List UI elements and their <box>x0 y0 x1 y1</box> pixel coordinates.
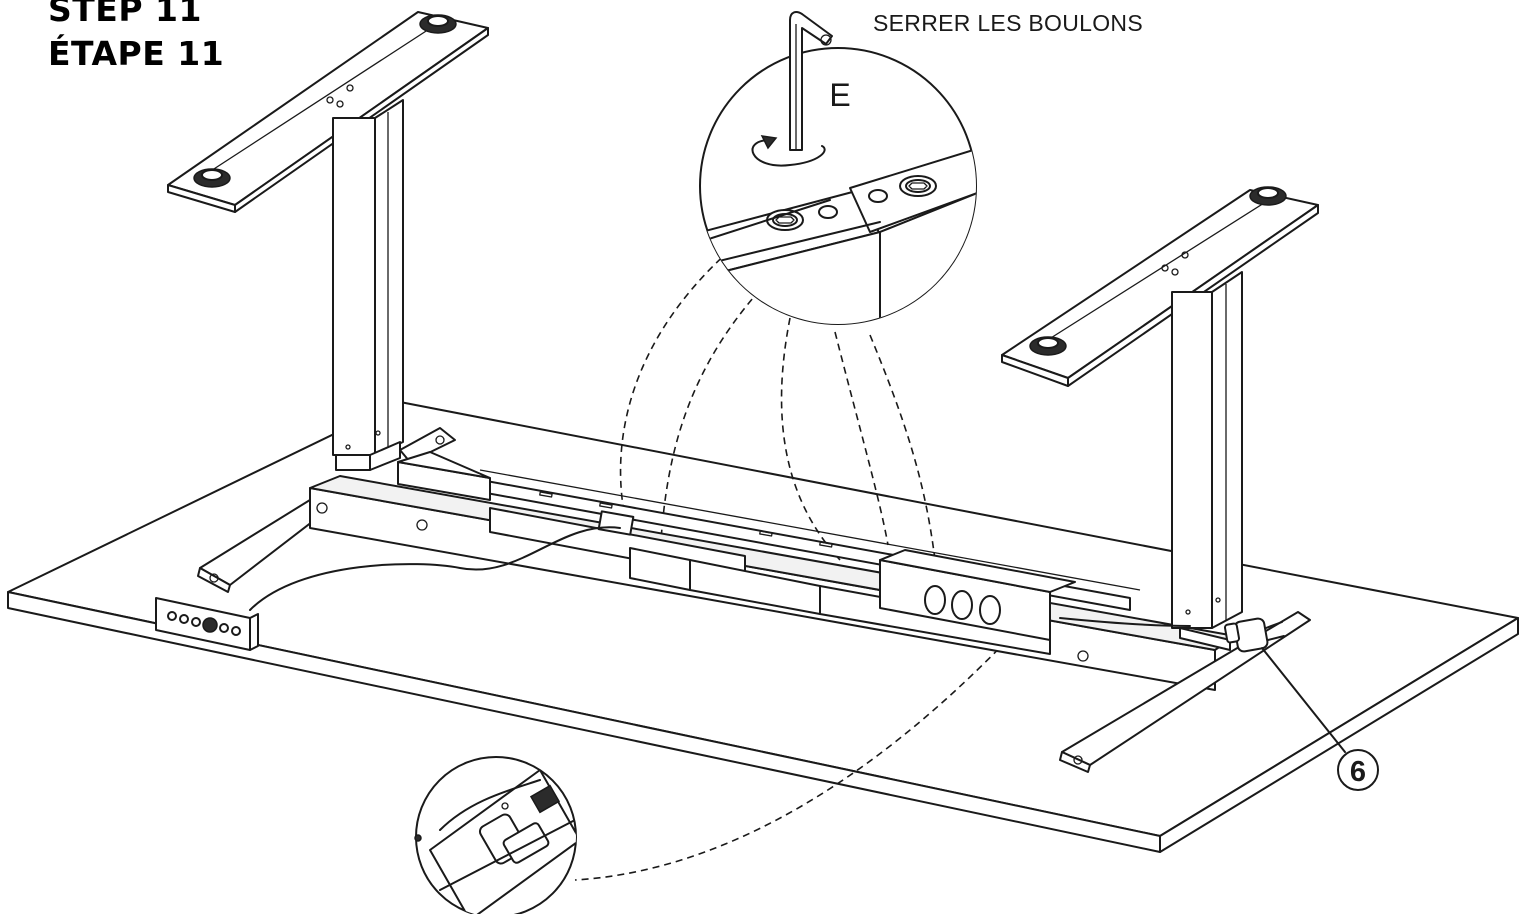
cables <box>249 526 1191 627</box>
rotate-arrow-icon <box>751 135 826 167</box>
step-title-en: STEP 11 <box>48 0 202 29</box>
instruction-text: SERRER LES BOULONS <box>873 10 1143 36</box>
tool-label: E <box>829 77 850 113</box>
part-callout-number: 6 <box>1350 756 1366 788</box>
step-title: STEP 11 ÉTAPE 11 <box>48 0 224 76</box>
part-callout: 6 <box>1337 749 1379 791</box>
bolt-icon <box>899 175 937 197</box>
bolt-detail-zoom: E <box>699 11 977 325</box>
frame <box>309 451 1236 691</box>
control-panel-icon <box>167 611 241 636</box>
step-title-fr: ÉTAPE 11 <box>48 34 225 73</box>
plug-detail-zoom <box>414 756 577 914</box>
power-plug-icon <box>1224 617 1285 653</box>
right-leg <box>1001 186 1319 773</box>
bolt-icon <box>766 209 804 231</box>
left-leg <box>167 11 489 593</box>
control-panel <box>155 597 259 651</box>
hex-key-icon <box>789 11 833 151</box>
